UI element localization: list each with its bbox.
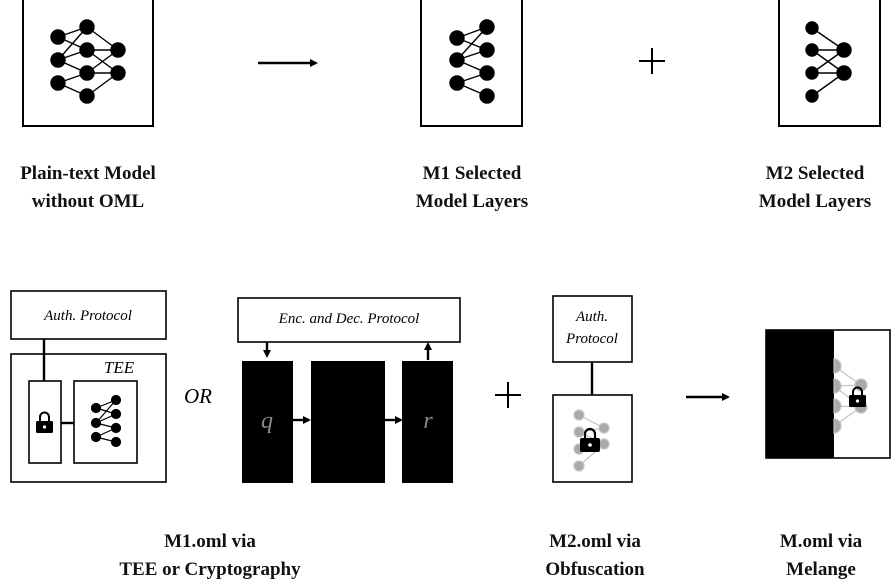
full-network-icon [50, 19, 126, 104]
r-label: r [423, 408, 433, 434]
auth-label-line1: Auth. [575, 309, 608, 325]
m1-selected-layers-panel [420, 0, 523, 127]
tee-label: TEE [104, 358, 135, 377]
plaintext-model-panel [22, 0, 154, 127]
m2-partial-network-icon [805, 21, 852, 103]
m1-selected-layers-caption: M1 Selected Model Layers [415, 163, 529, 212]
or-label: OR [184, 384, 212, 408]
plaintext-model-caption: Plain-text Model without OML [20, 163, 156, 212]
m2-selected-layers-panel [778, 0, 881, 127]
m1-partial-network-icon [449, 19, 495, 104]
auth-protocol-label: Auth. Protocol [43, 308, 132, 324]
auth-label-line2: Protocol [565, 331, 618, 347]
q-label: q [261, 408, 273, 434]
obfuscation-panel: Auth. Protocol [552, 295, 633, 483]
m1-network-icon [90, 394, 122, 448]
plus-icon [639, 48, 665, 74]
m2-selected-layers-caption: M2 Selected Model Layers [758, 163, 872, 212]
m1-oml-caption: M1.oml via TEE or Cryptography [119, 531, 301, 580]
lock-icon [36, 411, 53, 433]
m-oml-caption: M.oml via Melange [779, 531, 863, 580]
enc-dec-protocol-label: Enc. and Dec. Protocol [278, 311, 420, 327]
m2-oml-caption: M2.oml via Obfuscation [545, 531, 645, 580]
lock-icon [580, 427, 600, 452]
crypto-panel: Enc. and Dec. Protocol q r [237, 297, 461, 483]
lock-icon [849, 386, 866, 407]
melange-panel [765, 329, 891, 459]
plus-icon [495, 382, 521, 408]
tee-panel: Auth. Protocol TEE [10, 290, 167, 483]
